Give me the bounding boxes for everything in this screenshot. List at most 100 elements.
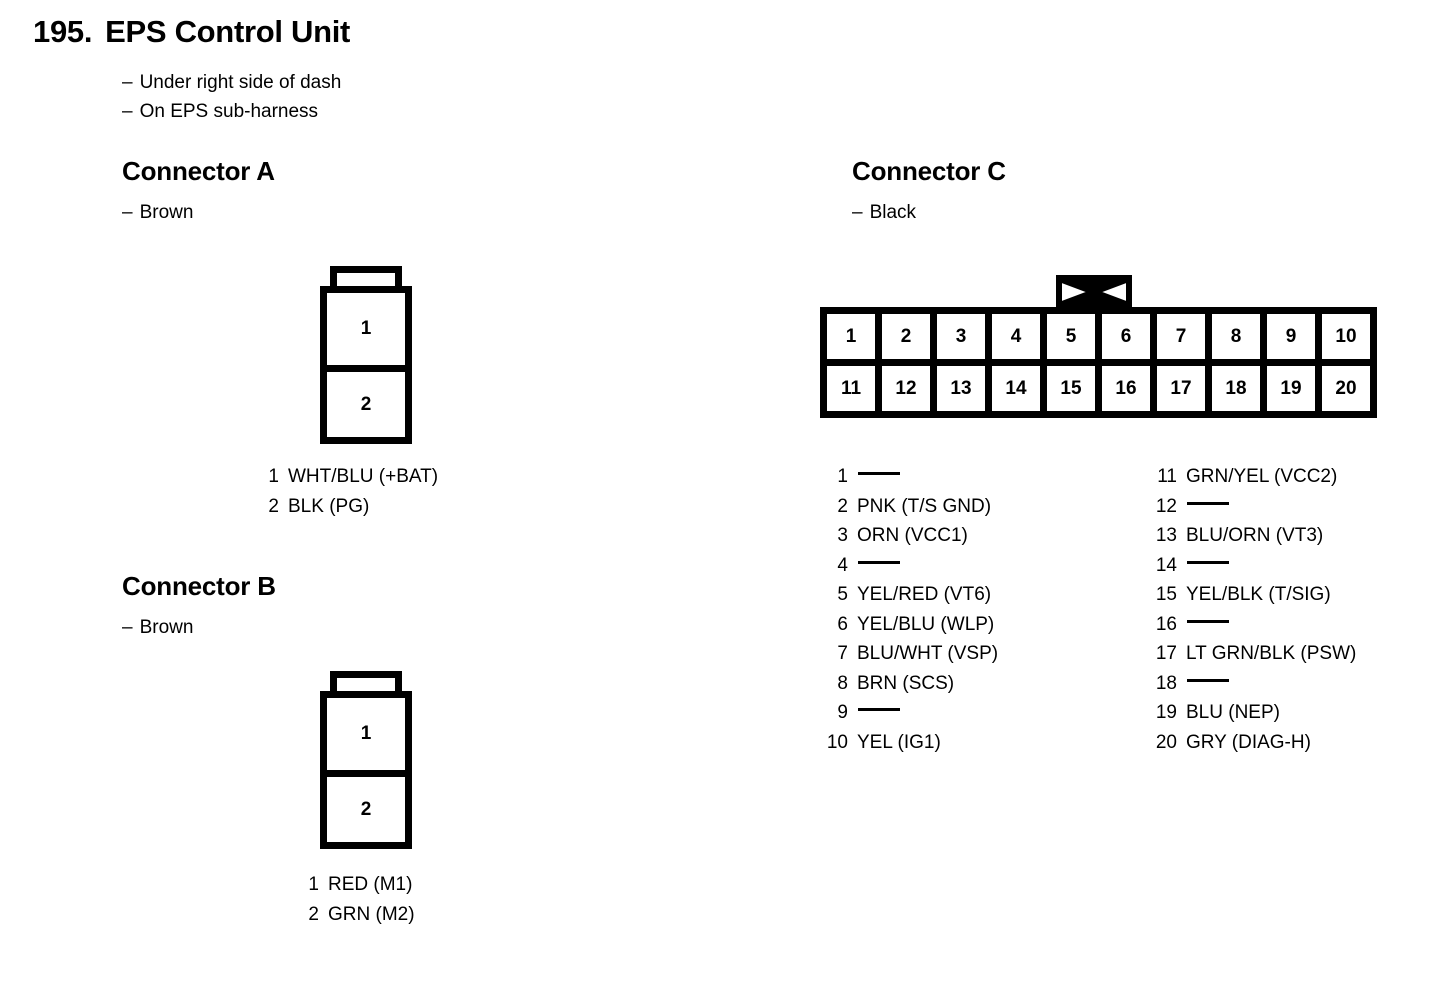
legend-pin-number: 15 <box>1155 584 1177 605</box>
connector-a-color: –Brown <box>122 202 193 224</box>
legend-row: 10 YEL (IG1) <box>822 728 998 758</box>
pin-cell: 1 <box>827 314 875 359</box>
legend-pin-desc: YEL/BLU (WLP) <box>857 613 995 635</box>
heading-notes: –Under right side of dash –On EPS sub-ha… <box>122 68 341 126</box>
legend-pin-desc: GRN/YEL (VCC2) <box>1186 466 1338 487</box>
connector-bowtie-latch-icon <box>1056 275 1132 309</box>
pin-grid-bottom-row: 11 12 13 14 15 16 17 18 19 20 <box>827 366 1370 411</box>
legend-row: 19 BLU (NEP) <box>1143 698 1356 728</box>
legend-row: 14 <box>1143 551 1356 581</box>
legend-pin-desc: BLU/WHT (VSP) <box>857 643 999 664</box>
note-text: On EPS sub-harness <box>139 101 319 122</box>
legend-pin-number: 2 <box>268 495 279 517</box>
note-text: Under right side of dash <box>139 72 342 93</box>
legend-pin-desc: YEL (IG1) <box>857 731 941 753</box>
legend-pin-number: 12 <box>1155 495 1177 517</box>
pin-cell: 5 <box>1047 314 1095 359</box>
note-dash: – <box>122 72 133 93</box>
legend-pin-desc: WHT/BLU (+BAT) <box>288 466 439 487</box>
pin-cell: 2 <box>882 314 930 359</box>
legend-row: 11 GRN/YEL (VCC2) <box>1143 462 1356 492</box>
connector-a-title: Connector A <box>122 156 275 186</box>
legend-pin-number: 8 <box>837 672 848 694</box>
connector-c-color: –Black <box>852 202 916 224</box>
legend-pin-number: 1 <box>837 466 848 487</box>
connector-c-legend-right: 11 GRN/YEL (VCC2) 12 13 BLU/ORN (VT3) 14 15 YEL… <box>1143 462 1356 757</box>
color-dash: – <box>122 617 133 638</box>
legend-row: 2 BLK (PG) <box>253 492 438 522</box>
legend-row: 7 BLU/WHT (VSP) <box>822 639 998 669</box>
note-dash: – <box>122 101 133 122</box>
legend-pin-number: 3 <box>837 525 848 546</box>
pin-cell: 14 <box>992 366 1040 411</box>
page-title-number: 195. <box>33 14 93 49</box>
legend-pin-number: 1 <box>268 466 279 487</box>
connector-latch-tab-icon <box>330 266 402 286</box>
legend-pin-desc: YEL/BLK (T/SIG) <box>1186 584 1331 605</box>
legend-row: 8 BRN (SCS) <box>822 669 998 699</box>
legend-row: 9 <box>822 698 998 728</box>
legend-pin-number: 19 <box>1155 702 1177 723</box>
heading-note: –Under right side of dash <box>122 68 341 97</box>
legend-pin-number: 14 <box>1155 554 1177 576</box>
connector-latch-tab-icon <box>330 671 402 691</box>
color-dash: – <box>852 202 863 223</box>
connector-b-pin-body: 1 2 <box>320 691 412 849</box>
legend-row: 4 <box>822 551 998 581</box>
legend-pin-number: 7 <box>837 643 848 664</box>
legend-pin-number: 6 <box>837 613 848 635</box>
legend-pin-number: 2 <box>837 495 848 517</box>
pin-cell: 9 <box>1267 314 1315 359</box>
pin-cell: 11 <box>827 366 875 411</box>
pin-cell: 18 <box>1212 366 1260 411</box>
legend-pin-unused-dash <box>1186 669 1230 688</box>
heading-note: –On EPS sub-harness <box>122 97 341 126</box>
connector-b-title: Connector B <box>122 571 276 601</box>
pin-cell: 20 <box>1322 366 1370 411</box>
pin-cell: 12 <box>882 366 930 411</box>
legend-pin-number: 11 <box>1157 466 1177 487</box>
pin-cell: 13 <box>937 366 985 411</box>
connector-a-pin-cell: 2 <box>327 365 405 437</box>
legend-pin-desc: LT GRN/BLK (PSW) <box>1186 643 1357 664</box>
connector-b-pin-cell: 1 <box>360 723 372 744</box>
legend-pin-desc: BLU/ORN (VT3) <box>1186 525 1324 546</box>
legend-row: 16 <box>1143 610 1356 640</box>
connector-b-color: –Brown <box>122 617 193 639</box>
connector-a-diagram: 1 2 <box>320 266 412 444</box>
legend-pin-desc: BLK (PG) <box>288 495 370 517</box>
legend-pin-number: 10 <box>826 731 848 753</box>
connector-c-title: Connector C <box>852 156 1006 186</box>
connector-b-legend: 1 RED (M1) 2 GRN (M2) <box>293 870 414 929</box>
page-title: 195.EPS Control Unit <box>33 14 350 50</box>
pin-cell: 10 <box>1322 314 1370 359</box>
pin-cell: 8 <box>1212 314 1260 359</box>
pin-cell: 4 <box>992 314 1040 359</box>
pin-cell: 15 <box>1047 366 1095 411</box>
pin-grid-top-row: 1 2 3 4 5 6 7 8 9 10 <box>827 314 1370 359</box>
connector-a-legend: 1 WHT/BLU (+BAT) 2 BLK (PG) <box>253 462 438 521</box>
legend-row: 12 <box>1143 492 1356 522</box>
pin-cell: 19 <box>1267 366 1315 411</box>
color-text: Brown <box>139 617 194 638</box>
legend-row: 6 YEL/BLU (WLP) <box>822 610 998 640</box>
legend-row: 1 WHT/BLU (+BAT) <box>253 462 438 492</box>
legend-pin-number: 13 <box>1155 525 1177 546</box>
legend-pin-number: 17 <box>1155 643 1177 664</box>
legend-row: 18 <box>1143 669 1356 699</box>
connector-a-pin-cell: 1 <box>360 318 372 339</box>
legend-pin-desc: RED (M1) <box>328 874 413 895</box>
legend-pin-number: 1 <box>308 874 319 895</box>
legend-pin-desc: BRN (SCS) <box>857 672 955 694</box>
legend-row: 1 <box>822 462 998 492</box>
connector-b-pin-cell: 2 <box>327 770 405 842</box>
legend-row: 13 BLU/ORN (VT3) <box>1143 521 1356 551</box>
legend-row: 17 LT GRN/BLK (PSW) <box>1143 639 1356 669</box>
legend-row: 15 YEL/BLK (T/SIG) <box>1143 580 1356 610</box>
legend-pin-number: 20 <box>1155 731 1177 753</box>
legend-pin-desc: BLU (NEP) <box>1186 702 1280 723</box>
